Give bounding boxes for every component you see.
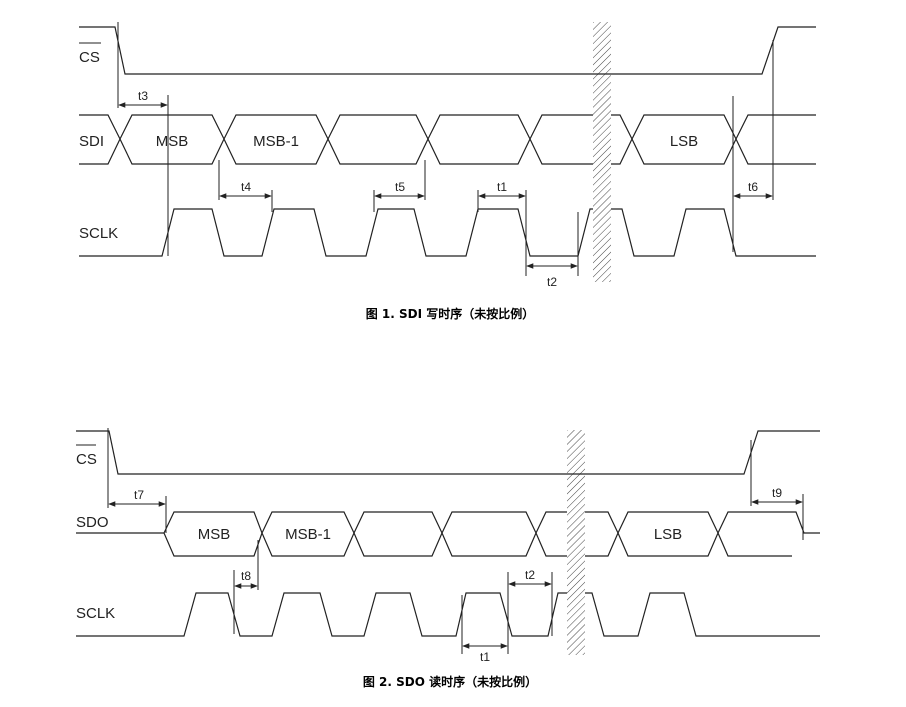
sdi-msb1-label: MSB-1 [253, 133, 299, 150]
sdo-msb-label: MSB [198, 526, 231, 543]
t5-label: t5 [395, 180, 405, 194]
t2-label: t2 [525, 568, 535, 582]
sclk-waveform-after-break [611, 208, 816, 257]
t6-label: t6 [748, 180, 758, 194]
break-hatch [567, 430, 585, 655]
sclk-waveform [79, 208, 593, 257]
sdi-bus [79, 114, 816, 165]
sdo-bus [76, 511, 820, 557]
sdo-label: SDO [76, 514, 109, 531]
figure-1-sdi-write-timing: CS SDI SCLK MSB MSB-1 LSB [79, 22, 816, 321]
t9-label: t9 [772, 486, 782, 500]
sdi-label: SDI [79, 133, 104, 150]
figure-1-caption: 图 1. SDI 写时序（未按比例） [366, 306, 535, 321]
t1-label: t1 [480, 650, 490, 664]
sclk-waveform [76, 592, 567, 637]
figure-2-caption: 图 2. SDO 读时序（未按比例） [363, 674, 537, 689]
timing-reference-lines [117, 22, 774, 276]
sdi-lsb-label: LSB [670, 133, 698, 150]
t3-label: t3 [138, 89, 148, 103]
sdo-msb1-label: MSB-1 [285, 526, 331, 543]
t4-label: t4 [241, 180, 251, 194]
sclk-label: SCLK [76, 605, 115, 622]
sdi-msb-label: MSB [156, 133, 189, 150]
timing-reference-lines [107, 428, 804, 654]
break-hatch [593, 22, 611, 282]
t2-label: t2 [547, 275, 557, 289]
sdo-lsb-label: LSB [654, 526, 682, 543]
cs-waveform [79, 26, 816, 75]
t7-label: t7 [134, 488, 144, 502]
cs-label: CS [79, 49, 100, 66]
figure-2-sdo-read-timing: CS SDO SCLK MSB MSB-1 LSB [76, 428, 820, 689]
cs-label: CS [76, 451, 97, 468]
sclk-label: SCLK [79, 225, 118, 242]
sclk-waveform-after-break [585, 592, 820, 637]
cs-waveform [76, 430, 820, 475]
t1-label: t1 [497, 180, 507, 194]
t8-label: t8 [241, 569, 251, 583]
